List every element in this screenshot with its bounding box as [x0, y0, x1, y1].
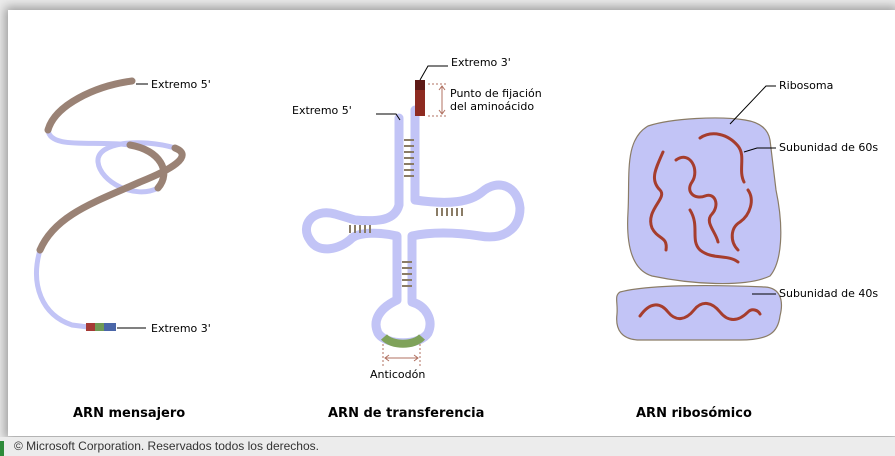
footer-bar: © Microsoft Corporation. Reservados todo… [0, 437, 895, 456]
ribosome-label: Ribosoma [779, 79, 834, 92]
mrna-caption: ARN mensajero [73, 406, 186, 421]
mrna-label-5-prime: Extremo 5' [151, 78, 211, 91]
subunit-60s-label: Subunidad de 60s [779, 141, 879, 154]
trna-label-3-prime: Extremo 3' [451, 56, 511, 69]
copyright-notice: © Microsoft Corporation. Reservados todo… [14, 439, 319, 453]
trna-label-5-prime: Extremo 5' [292, 104, 352, 117]
trna-caption: ARN de transferencia [328, 406, 485, 421]
amino-acid-site [415, 80, 425, 116]
mrna-tail-blue [104, 323, 116, 331]
rrna-caption: ARN ribosómico [636, 406, 752, 421]
trna-strand [302, 105, 525, 348]
fixation-bracket [428, 83, 446, 117]
mrna-tail-green [95, 323, 104, 331]
fixation-label-line1: Punto de fijación [450, 87, 542, 100]
trna-leader-5 [376, 113, 401, 121]
subunit-40s-label: Subunidad de 40s [779, 287, 879, 300]
ribosome-40s-subunit [616, 284, 783, 341]
fixation-label-line2: del aminoácido [450, 100, 535, 113]
mrna-tail-red [86, 323, 95, 331]
anticodon-label: Anticodón [370, 368, 426, 381]
trna-diagram [302, 65, 525, 366]
mrna-label-3-prime: Extremo 3' [151, 322, 211, 335]
rrna-leader-60s [743, 147, 776, 153]
base-pairs [349, 139, 463, 287]
footer-accent [0, 441, 4, 456]
trna-leader-3 [419, 65, 448, 81]
mrna-diagram [34, 77, 186, 331]
amino-acid-site-top [415, 80, 425, 90]
anticodon-loop [381, 333, 425, 348]
mrna-ribbon [36, 77, 186, 254]
ribosome-60s-subunit [627, 117, 782, 285]
rrna-strands [638, 132, 762, 321]
rrna-diagram [616, 85, 783, 341]
rrna-leader-ribosome [729, 85, 776, 125]
anticodon-bracket [382, 344, 421, 366]
